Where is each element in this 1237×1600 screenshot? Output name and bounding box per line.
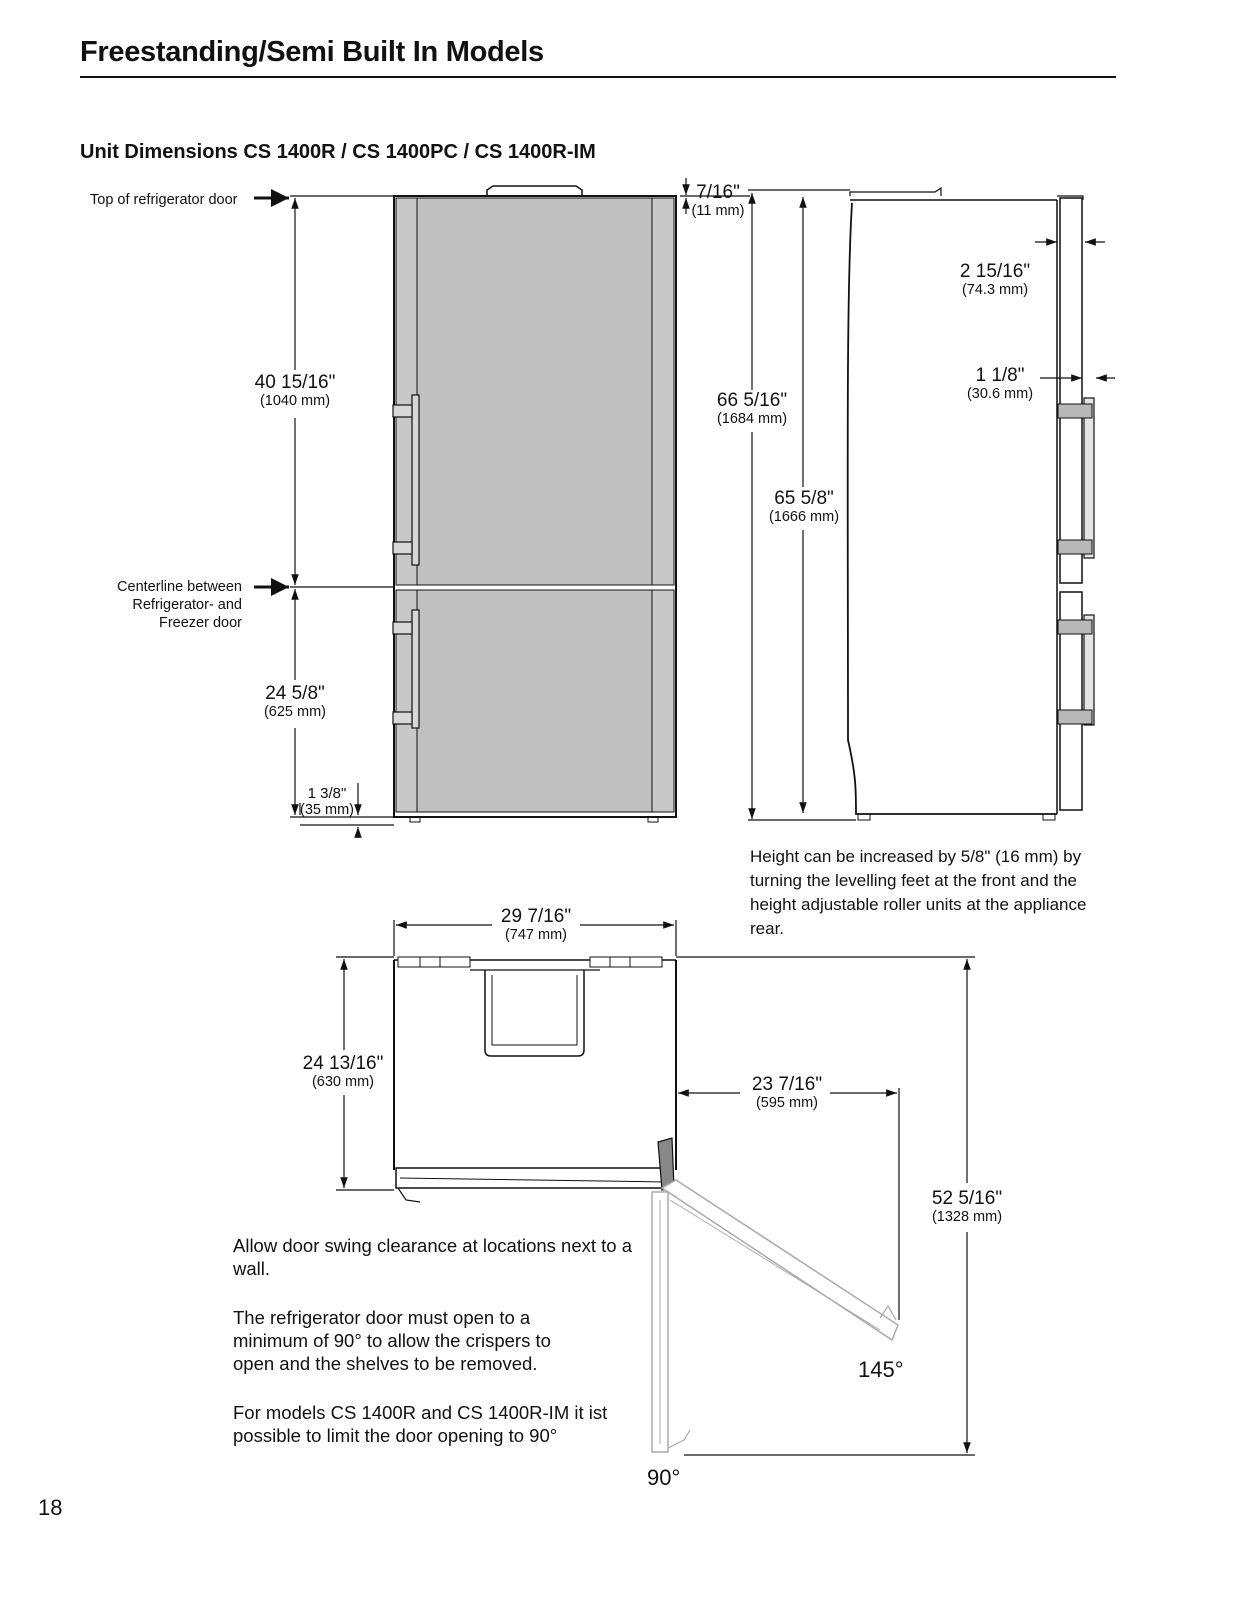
section-subtitle: Unit Dimensions CS 1400R / CS 1400PC / C… (80, 141, 596, 163)
top-of-door-label: Top of refrigerator door (90, 192, 238, 208)
door-limit-paragraph: For models CS 1400R and CS 1400R-IM it i… (233, 1402, 608, 1446)
door-swing-inches: 23 7/16" (751, 1074, 823, 1095)
freezer-height-inches: 24 5/8" (265, 683, 325, 704)
angle-90-label: 90° (647, 1465, 681, 1490)
depth-mm: (630 mm) (311, 1074, 375, 1090)
side-dimensions (748, 189, 1115, 821)
total-depth-mm: (1328 mm) (931, 1209, 1003, 1225)
fridge-height-inches: 40 15/16" (254, 372, 336, 393)
width-dimension: 29 7/16" (747 mm) (484, 906, 588, 944)
width-inches: 29 7/16" (500, 906, 572, 927)
feet-height-inches: 1 3/8" (307, 785, 347, 802)
door-depth-mm: (30.6 mm) (966, 386, 1034, 402)
total-height-mm: (1684 mm) (716, 411, 788, 427)
top-clearance-dimension: 7/16" (11 mm) (688, 182, 748, 220)
total-height-inches: 66 5/16" (716, 390, 788, 411)
feet-height-dimension: 1 3/8" (35 mm) (296, 785, 358, 819)
top-clearance-mm: (11 mm) (691, 203, 745, 219)
angle-145-label: 145° (858, 1357, 904, 1382)
top-dimensions (336, 920, 975, 1456)
page-number: 18 (38, 1495, 63, 1520)
centerline-label-line-2: Refrigerator- and (132, 597, 242, 613)
door-depth-handle-inches: 2 15/16" (959, 261, 1031, 282)
door-depth-handle-dimension: 2 15/16" (74.3 mm) (945, 261, 1045, 299)
front-view (392, 185, 677, 823)
body-height-mm: (1666 mm) (768, 509, 840, 525)
freezer-height-dimension: 24 5/8" (625 mm) (235, 683, 355, 721)
page-title: Freestanding/Semi Built In Models (80, 36, 544, 68)
title-rule (80, 76, 1116, 78)
door-swing-dimension: 23 7/16" (595 mm) (735, 1074, 839, 1112)
door-opening-paragraph: The refrigerator door must open to a min… (233, 1307, 551, 1374)
height-adjust-note: Height can be increased by 5/8" (16 mm) … (750, 847, 1087, 938)
total-depth-inches: 52 5/16" (931, 1188, 1003, 1209)
top-clearance-inches: 7/16" (696, 182, 740, 203)
centerline-label-line-1: Centerline between (117, 579, 242, 595)
body-height-inches: 65 5/8" (774, 488, 834, 509)
front-dimensions (254, 178, 750, 838)
body-height-dimension: 65 5/8" (1666 mm) (752, 488, 856, 526)
door-depth-dimension: 1 1/8" (30.6 mm) (950, 365, 1050, 403)
top-view (393, 956, 899, 1453)
depth-inches: 24 13/16" (302, 1053, 384, 1074)
total-height-dimension: 66 5/16" (1684 mm) (700, 390, 804, 428)
fridge-height-mm: (1040 mm) (259, 393, 331, 409)
door-swing-mm: (595 mm) (755, 1095, 819, 1111)
centerline-label-line-3: Freezer door (158, 615, 242, 631)
side-view (846, 186, 1095, 821)
centerline-label: Centerline between Refrigerator- and Fre… (70, 578, 242, 632)
depth-dimension: 24 13/16" (630 mm) (288, 1053, 398, 1091)
fridge-height-dimension: 40 15/16" (1040 mm) (235, 372, 355, 410)
freezer-height-mm: (625 mm) (263, 704, 327, 720)
door-depth-inches: 1 1/8" (975, 365, 1025, 386)
door-depth-handle-mm: (74.3 mm) (961, 282, 1029, 298)
feet-height-mm: (35 mm) (300, 802, 354, 818)
door-swing-paragraph: Allow door swing clearance at locations … (233, 1235, 632, 1279)
width-mm: (747 mm) (504, 927, 568, 943)
total-depth-dimension: 52 5/16" (1328 mm) (918, 1188, 1016, 1226)
